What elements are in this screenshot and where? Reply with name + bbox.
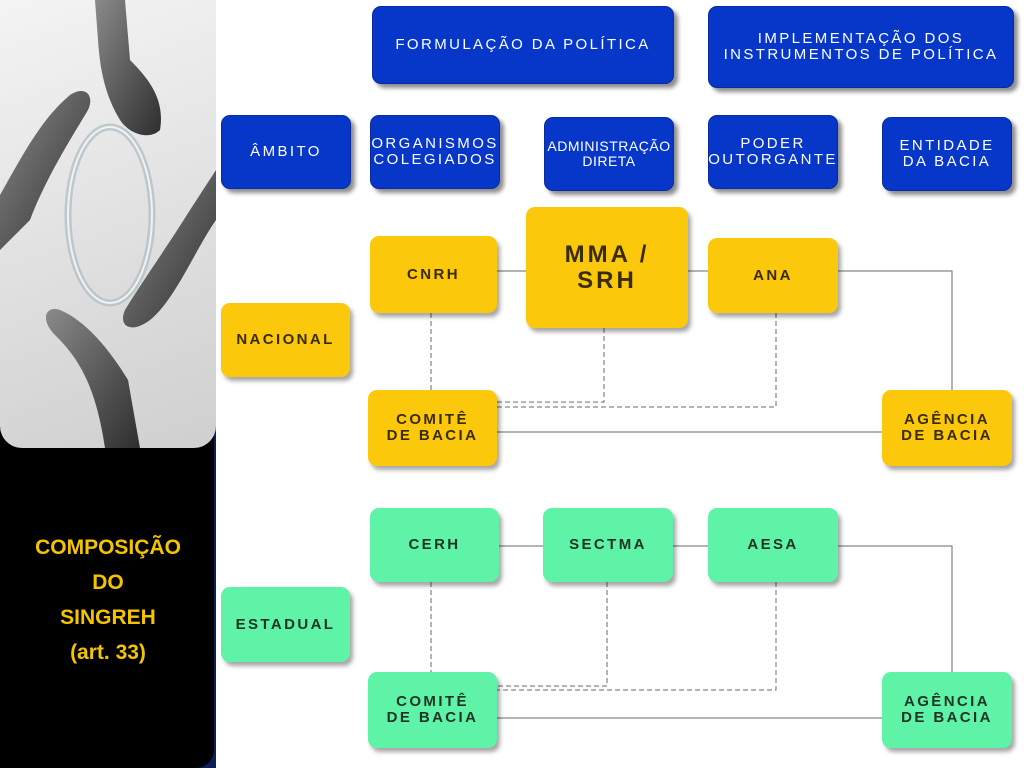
- dash-ana-comite: [497, 313, 777, 408]
- hands-water-image: [0, 0, 216, 448]
- category-ambito: ÂMBITO: [221, 115, 351, 189]
- header-implementacao: IMPLEMENTAÇÃO DOS INSTRUMENTOS DE POLÍTI…: [708, 6, 1014, 88]
- category-poder: PODER OUTORGANTE: [708, 115, 838, 189]
- category-entidade: ENTIDADE DA BACIA: [882, 117, 1012, 191]
- category-administracao: ADMINISTRAÇÃO DIRETA: [544, 117, 674, 191]
- line-aesa-agencia: [838, 545, 953, 672]
- row-label-nacional: NACIONAL: [221, 303, 350, 377]
- node-ana: ANA: [708, 238, 838, 313]
- category-organismos: ORGANISMOS COLEGIADOS: [370, 115, 500, 189]
- node-mma-srh: MMA / SRH: [526, 207, 688, 328]
- line-ana-agencia: [838, 270, 953, 390]
- title-line-1: COMPOSIÇÃO: [35, 536, 181, 559]
- header-formulacao: FORMULAÇÃO DA POLÍTICA: [372, 6, 674, 84]
- dash-sectma-comite: [497, 582, 608, 687]
- node-cnrh: CNRH: [370, 236, 497, 313]
- title-line-3: SINGREH: [60, 606, 156, 629]
- node-comite-bacia-estadual: COMITÊ DE BACIA: [368, 672, 497, 748]
- dash-mma-comite: [497, 328, 605, 403]
- node-cerh: CERH: [370, 508, 499, 582]
- left-panel: COMPOSIÇÃO DO SINGREH (art. 33): [0, 0, 216, 768]
- hands-circle-photo: [0, 0, 216, 448]
- node-agencia-bacia-nacional: AGÊNCIA DE BACIA: [882, 390, 1012, 466]
- dash-aesa-comite: [497, 582, 777, 691]
- row-label-estadual: ESTADUAL: [221, 587, 350, 662]
- node-agencia-bacia-estadual: AGÊNCIA DE BACIA: [882, 672, 1012, 748]
- title-line-4: (art. 33): [70, 641, 146, 664]
- slide-title: COMPOSIÇÃO DO SINGREH (art. 33): [0, 530, 216, 670]
- node-comite-bacia-nacional: COMITÊ DE BACIA: [368, 390, 497, 466]
- title-line-2: DO: [92, 571, 124, 594]
- node-sectma: SECTMA: [543, 508, 673, 582]
- node-aesa: AESA: [708, 508, 838, 582]
